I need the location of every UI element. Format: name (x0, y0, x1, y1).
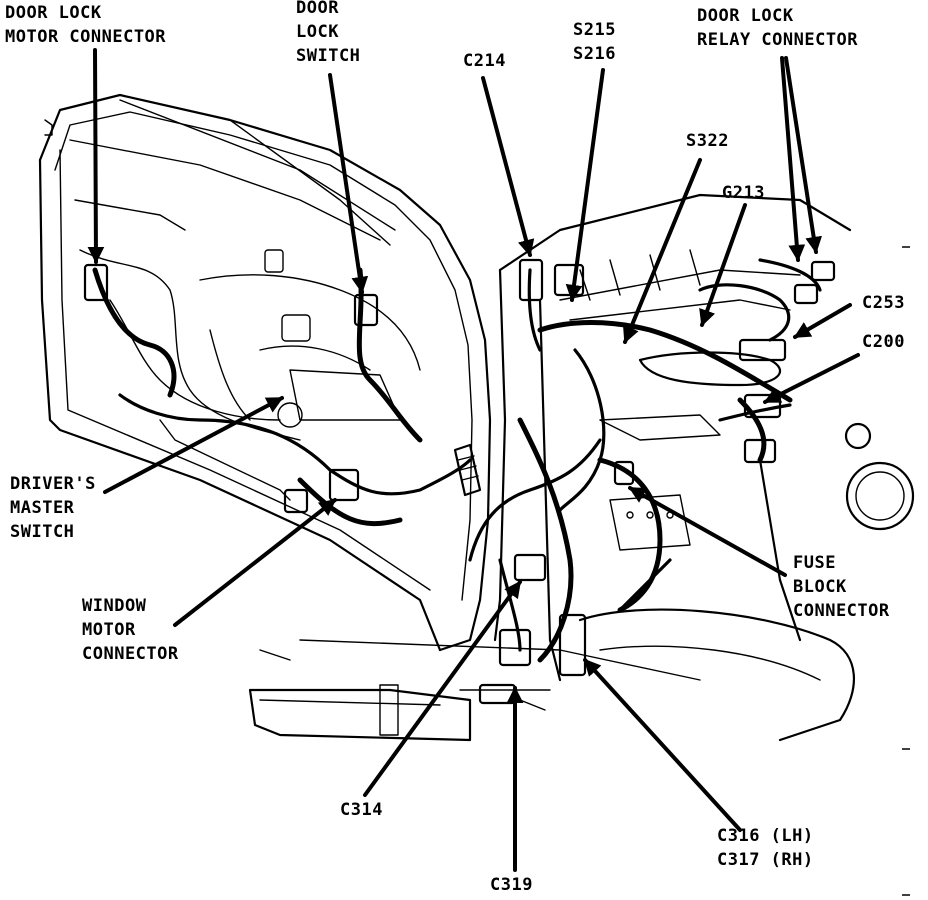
leader-door-lock-switch (328, 73, 369, 294)
leader-door-lock-motor (87, 48, 105, 264)
label-s322: S322 (686, 131, 729, 151)
label-drivers-master-switch: DRIVER'S MASTER SWITCH (10, 474, 96, 542)
label-c253: C253 (862, 293, 905, 313)
leader-c316-c317 (583, 658, 742, 832)
leader-window-motor (173, 498, 337, 627)
leader-c200 (763, 353, 860, 404)
label-g213: G213 (722, 183, 765, 203)
label-c214: C214 (463, 51, 506, 71)
label-s215-s216: S215 S216 (573, 20, 616, 64)
leader-drivers-master (103, 396, 284, 494)
leader-relay-b (784, 56, 822, 254)
leader-arrows (87, 48, 860, 872)
label-door-lock-switch: DOOR LOCK SWITCH (296, 0, 361, 66)
label-c316-c317: C316 (LH) C317 (RH) (717, 826, 814, 870)
leader-c314 (363, 580, 522, 797)
leader-g213 (699, 203, 747, 327)
label-c314: C314 (340, 800, 383, 820)
label-fuse-block-connector: FUSE BLOCK CONNECTOR (793, 553, 890, 621)
label-c319: C319 (490, 875, 533, 895)
leader-s215-s216 (565, 68, 605, 302)
label-door-lock-motor-connector: DOOR LOCK MOTOR CONNECTOR (5, 3, 167, 47)
leader-s322 (622, 158, 702, 344)
door-panel (38, 93, 492, 652)
connectors (83, 258, 836, 705)
leader-c214 (481, 76, 535, 257)
label-window-motor-connector: WINDOW MOTOR CONNECTOR (82, 596, 179, 664)
leader-relay-a (780, 56, 806, 262)
label-door-lock-relay-connector: DOOR LOCK RELAY CONNECTOR (697, 6, 859, 50)
leader-fuse-block (628, 486, 787, 577)
leader-c253 (793, 303, 852, 339)
wire-harness (92, 258, 822, 663)
label-c200: C200 (862, 332, 905, 352)
pillar-structure (248, 193, 915, 896)
